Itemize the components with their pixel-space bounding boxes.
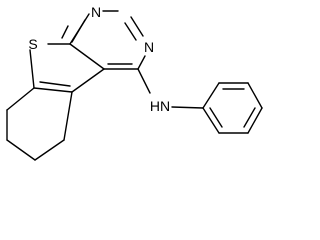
- bond-ph-6-1-inner: [209, 107, 223, 128]
- atom-label-nitrogen-right: N: [144, 39, 154, 55]
- bond-c8a-c8: [6, 87, 35, 111]
- bond-c4a-c7a: [69, 43, 105, 70]
- atom-label-amine: HN: [150, 98, 170, 114]
- bond-s-c8a: [29, 49, 35, 89]
- bond-nh-phenyl: [171, 106, 204, 109]
- bond-c7a-c2: [61, 25, 69, 39]
- molecule-drawing: S N N HN: [6, 4, 263, 161]
- bond-n3-c4: [137, 55, 146, 70]
- bond-c7-c6: [6, 139, 36, 161]
- atom-label-sulfur: S: [28, 36, 37, 52]
- bond-c8a-c4b-inner: [39, 81, 71, 87]
- bond-ph-3-4: [247, 82, 263, 109]
- bond-c2-n3-inner: [124, 22, 137, 41]
- structure-canvas: S N N HN: [6, 4, 263, 161]
- bond-c8a-c4b: [33, 87, 73, 93]
- bond-c4b-c4a: [71, 68, 105, 93]
- bond-c7a-n1: [69, 13, 90, 45]
- bond-c6-c5: [34, 139, 65, 161]
- bond-c4-nh: [137, 68, 151, 94]
- bond-ph-4-5-inner: [243, 107, 256, 128]
- bond-ph-1-2: [202, 82, 220, 109]
- bond-ph-6-1: [202, 107, 220, 134]
- atom-label-nitrogen-top: N: [91, 4, 101, 20]
- bond-c5-c4b: [63, 91, 73, 141]
- bond-ph-4-5: [247, 107, 263, 134]
- bond-c2-n3: [130, 16, 144, 37]
